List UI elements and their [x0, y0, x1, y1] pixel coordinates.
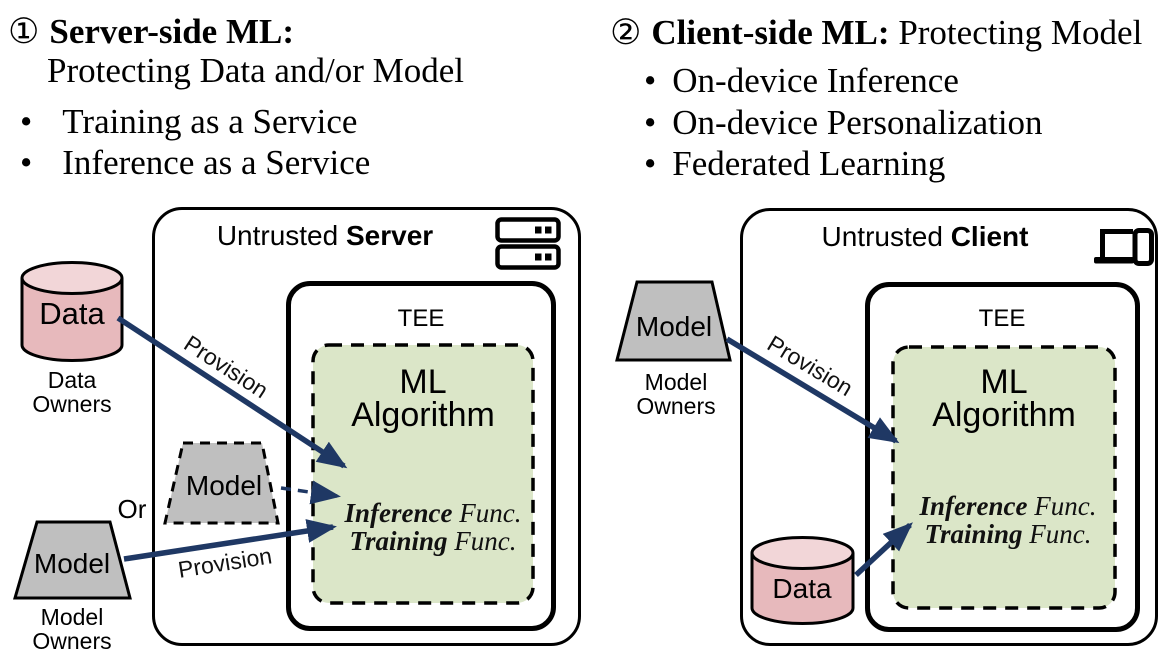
ml-line2: Algorithm [351, 396, 495, 434]
untrusted-client-label: Untrusted Client [760, 221, 1090, 252]
func-labels-client: Inference Func. Training Func. [920, 492, 1097, 548]
intro-left-bullet-2: • Inference as a Service [20, 144, 370, 182]
intro-right-bullet-2: • On-device Personalization [644, 104, 1043, 142]
bullet-dot: • [20, 143, 33, 182]
untrusted-text: Untrusted [216, 220, 346, 251]
circled-number-1: ① [8, 12, 40, 52]
model-shape-label-client: Model [635, 311, 713, 342]
inference-func-line: Inference Func. [344, 498, 522, 528]
model-owners-label-client: Model Owners [636, 369, 716, 419]
model-owners-label-server: Model Owners [32, 604, 112, 654]
data-shape-label-server: Data [39, 296, 105, 331]
data-shape-label-client: Data [772, 573, 832, 604]
intro-left-title-text: Server-side ML: [49, 12, 294, 51]
ml-line1: ML [980, 363, 1028, 401]
bullet-dot: • [644, 61, 657, 100]
bullet-dot: • [644, 144, 657, 183]
bullet-dot: • [20, 102, 33, 141]
func-labels-server: Inference Func. Training Func. [345, 499, 522, 555]
intro-right-bullet-1: • On-device Inference [644, 62, 959, 100]
training-func-line: Training Func. [924, 519, 1092, 549]
intro-right-title-rest: Protecting Model [889, 13, 1143, 52]
ml-line2: Algorithm [932, 396, 1076, 434]
bullet-text: Inference as a Service [62, 143, 371, 182]
intro-right-title-text: Client-side ML: [651, 13, 890, 52]
training-func-line: Training Func. [349, 526, 517, 556]
inference-func-line: Inference Func. [919, 491, 1097, 521]
untrusted-text: Untrusted [821, 221, 951, 252]
tee-label-server: TEE [397, 305, 445, 332]
ml-algorithm-label-client: ML Algorithm [932, 363, 1076, 434]
ml-algorithm-label-server: ML Algorithm [351, 363, 495, 434]
intro-left-subtitle: Protecting Data and/or Model [47, 51, 464, 90]
intro-right-bullet-3: • Federated Learning [644, 145, 945, 183]
tee-label-client: TEE [978, 305, 1026, 332]
circled-number-2: ② [610, 13, 642, 53]
devices-icon [1094, 228, 1154, 266]
bullet-dot: • [644, 103, 657, 142]
model-solid-label-server: Model [33, 548, 111, 579]
bullet-text: Training as a Service [62, 102, 358, 141]
untrusted-server-label: Untrusted Server [160, 220, 490, 251]
server-icon [495, 217, 561, 270]
model-dashed-label-server: Model [185, 470, 263, 501]
intro-left-bullet-1: • Training as a Service [20, 103, 357, 141]
bullet-text: Federated Learning [672, 144, 946, 183]
or-label: Or [117, 494, 147, 524]
tee-box-server [286, 281, 556, 631]
tee-box-client [865, 282, 1140, 632]
bullet-text: On-device Inference [672, 61, 959, 100]
client-text: Client [950, 221, 1029, 252]
server-text: Server [345, 220, 434, 251]
data-owners-label: Data Owners [32, 367, 112, 417]
ml-line1: ML [399, 363, 447, 401]
cylinder-top [20, 261, 124, 295]
bullet-text: On-device Personalization [672, 103, 1043, 142]
